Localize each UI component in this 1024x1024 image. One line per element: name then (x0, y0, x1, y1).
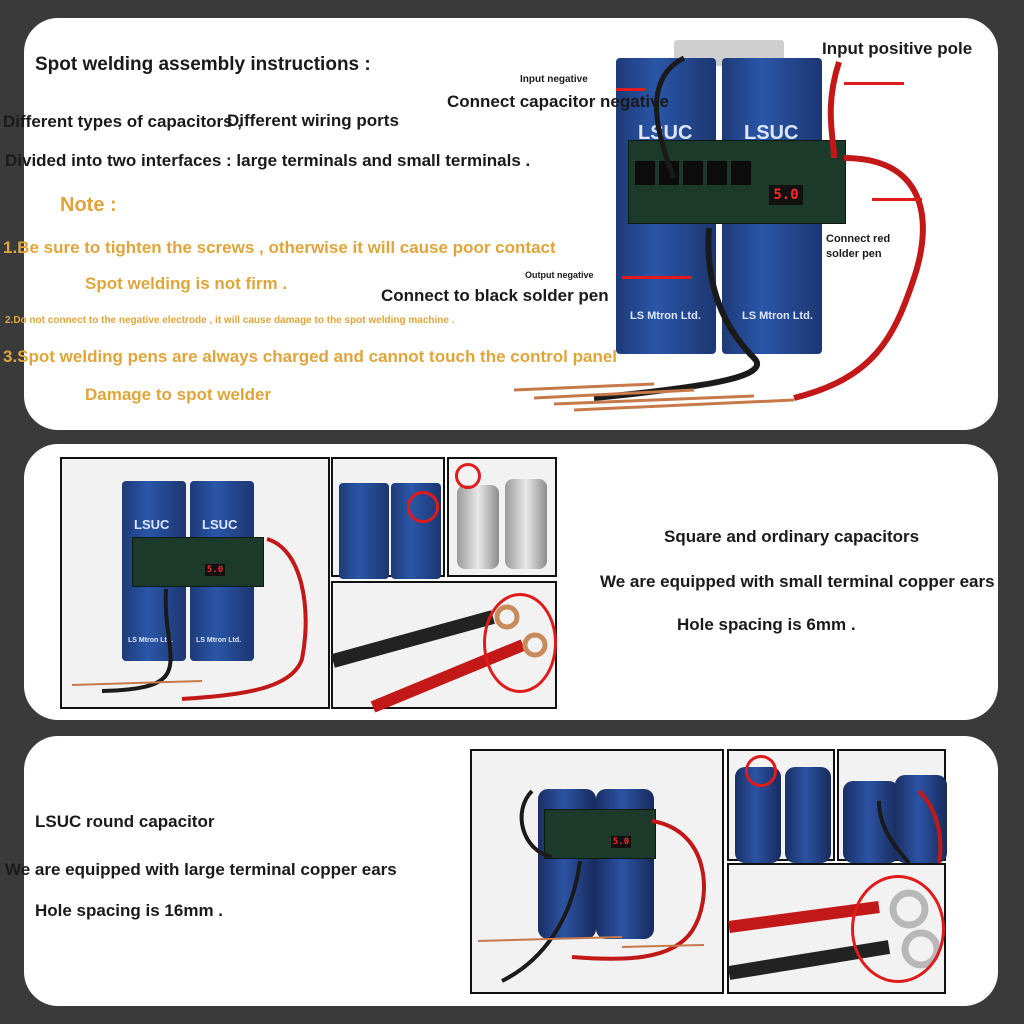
note-3-continued: Damage to spot welder (85, 385, 272, 404)
callout-input-negative: Input negative (520, 74, 588, 85)
interfaces-text: Divided into two interfaces : large term… (5, 151, 531, 170)
assembly-instructions-panel: LSUC LS Mtron Ltd. LSUC LS Mtron Ltd. 5.… (3, 18, 998, 430)
small-copper-ear-cable-photo (331, 581, 557, 713)
hole-spacing-6mm-text: Hole spacing is 6mm . (677, 615, 856, 634)
callout-line-red-pen (872, 198, 922, 201)
square-assembly-photo: LSUC LS Mtron Ltd. LSUC LS Mtron Ltd. 5.… (60, 457, 330, 709)
large-copper-ear-cable-photo (727, 863, 946, 994)
cables (513, 55, 926, 412)
note-heading: Note : (60, 194, 117, 216)
square-capacitor-title: Square and ordinary capacitors (664, 527, 920, 546)
callout-connect-black-pen: Connect to black solder pen (381, 286, 609, 305)
callout-line-input-positive (844, 82, 904, 85)
ordinary-capacitor-photo (447, 457, 557, 577)
square-capacitor-terminal-photo (331, 457, 445, 579)
capacitor-types-text: Different types of capacitors , (3, 112, 243, 131)
voltage-display: 5.0 (769, 185, 803, 205)
instructions-title: Spot welding assembly instructions : (35, 54, 371, 75)
note-2-text: 2.Do not connect to the negative electro… (5, 315, 455, 326)
round-capacitor-panel: LSUC round capacitor We are equipped wit… (5, 736, 998, 1006)
large-terminal-text: We are equipped with large terminal copp… (5, 860, 397, 879)
small-terminal-text: We are equipped with small terminal copp… (600, 572, 995, 591)
callout-connect-red-pen: Connect red solder pen (826, 233, 891, 260)
note-1-continued: Spot welding is not firm . (85, 274, 288, 293)
callout-input-positive: Input positive pole (822, 39, 973, 58)
callout-line-input-negative (616, 88, 646, 91)
round-capacitor-terminal-photo (727, 749, 835, 863)
callout-connect-capacitor-negative: Connect capacitor negative (447, 92, 670, 111)
note-3-text: 3.Spot welding pens are always charged a… (3, 347, 618, 366)
round-capacitor-wired-photo (837, 749, 947, 865)
square-capacitor-panel: LSUC LS Mtron Ltd. LSUC LS Mtron Ltd. 5.… (24, 444, 998, 720)
control-board: 5.0 (628, 140, 846, 224)
callout-output-negative: Output negative (525, 270, 594, 280)
assembly-photo: LSUC LS Mtron Ltd. LSUC LS Mtron Ltd. 5.… (494, 18, 974, 430)
round-assembly-photo: 5.0 (470, 749, 724, 994)
wiring-ports-text: Different wiring ports (227, 111, 399, 130)
hole-spacing-16mm-text: Hole spacing is 16mm . (35, 901, 224, 920)
note-1-text: 1.Be sure to tighten the screws , otherw… (3, 238, 556, 257)
callout-line-output-negative (622, 276, 692, 279)
round-capacitor-title: LSUC round capacitor (35, 812, 215, 831)
